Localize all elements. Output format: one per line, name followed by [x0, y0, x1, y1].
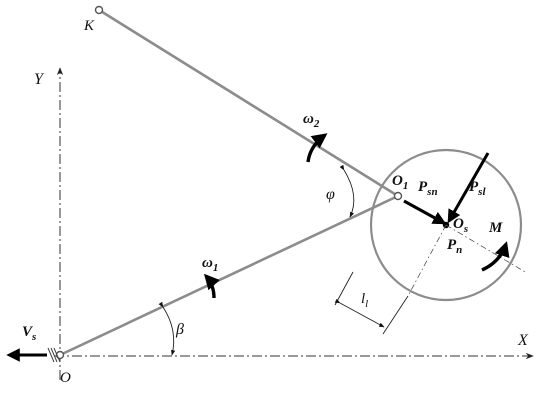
length-ext-right: [382, 295, 409, 335]
omega2-label: ω2: [303, 111, 320, 130]
phi-arc: [339, 164, 355, 218]
force-pn-label: Pn: [447, 237, 462, 256]
origin-label: O: [60, 370, 71, 386]
joint-k: [94, 5, 104, 15]
moment-label: M: [488, 220, 503, 236]
force-psl-label: Psl: [469, 179, 486, 198]
force-psn-label: Psn: [418, 179, 438, 198]
point-os-label: Os: [453, 216, 468, 235]
phi-label: φ: [326, 186, 335, 203]
point-k-label: K: [83, 18, 95, 34]
rotor-circle: [369, 148, 523, 302]
point-o1-label: O1: [392, 173, 408, 192]
moment-arrow: [481, 241, 510, 272]
x-axis-label: X: [517, 332, 529, 349]
joint-o1: [393, 191, 403, 201]
length-dimension: [334, 298, 385, 328]
link-o-o1: [59, 194, 399, 357]
omega1-arrow: [203, 273, 220, 299]
beta-arc: [158, 301, 176, 356]
length-label: ll: [361, 291, 368, 310]
radial-line: [407, 224, 447, 297]
normal-line: [445, 224, 528, 274]
origin-support: [47, 347, 61, 363]
y-axis-label: Y: [34, 71, 45, 88]
force-psn-arrow: [403, 199, 447, 225]
length-ext-left: [334, 271, 354, 306]
beta-label: β: [175, 321, 184, 338]
link-k-o1: [98, 8, 399, 198]
force-psl-arrow: [447, 152, 490, 224]
omega1-label: ω1: [202, 255, 218, 274]
omega2-arrow: [306, 133, 328, 163]
velocity-label: Vs: [22, 324, 36, 343]
